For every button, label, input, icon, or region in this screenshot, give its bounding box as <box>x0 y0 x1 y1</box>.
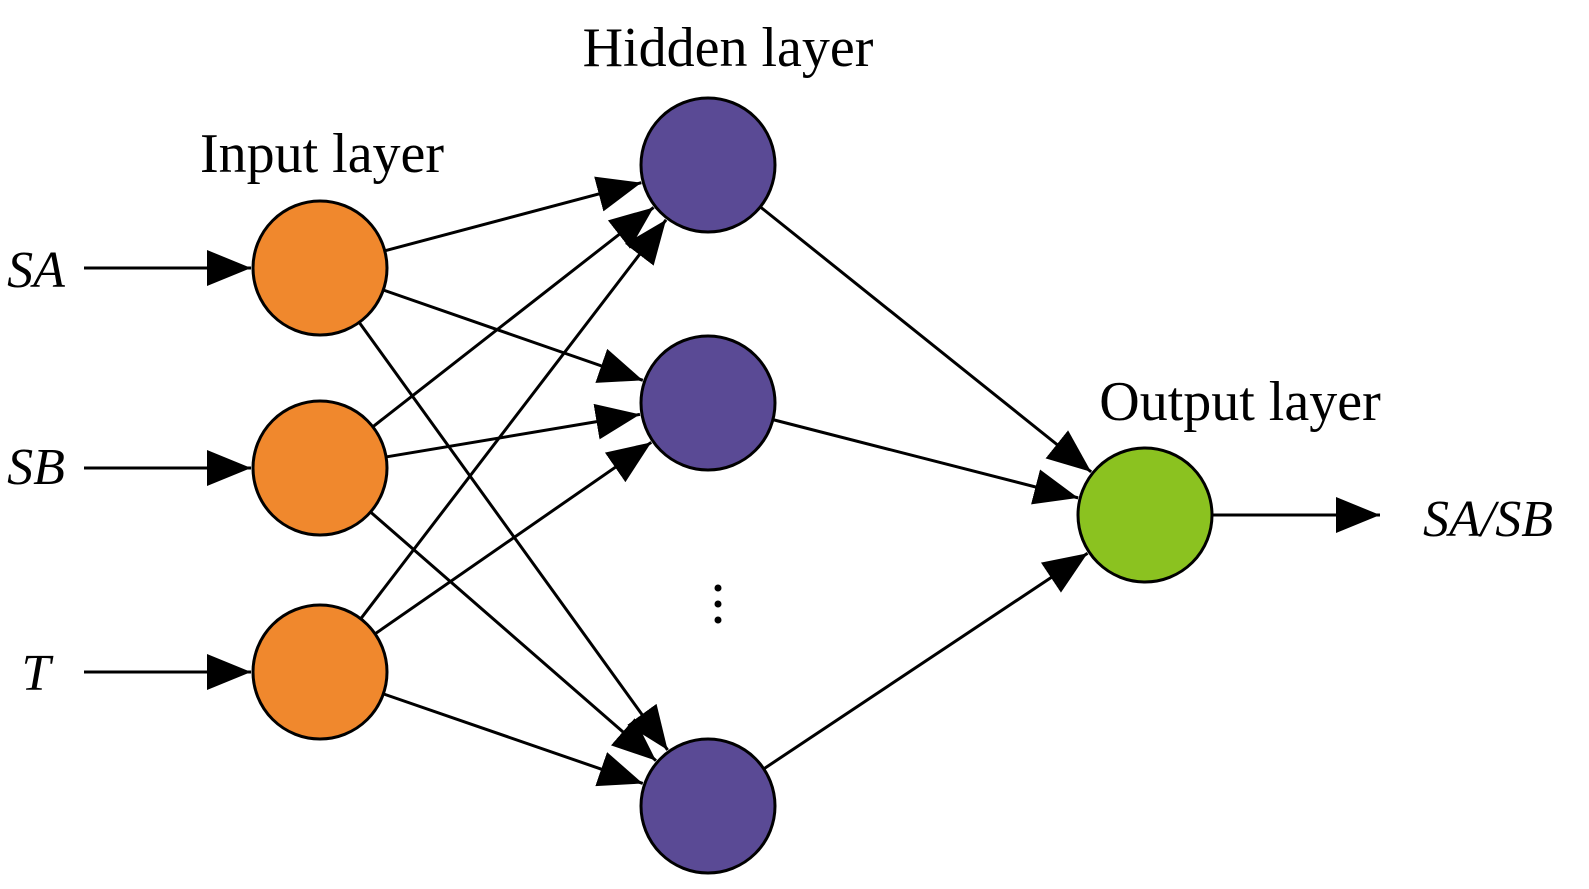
edge-hid2-out <box>772 418 1079 505</box>
input-label-sa: SA <box>7 242 65 299</box>
input-node-sa <box>251 199 389 337</box>
hidden-node-2 <box>639 334 777 472</box>
edge-in2-hid1 <box>371 206 655 428</box>
edge-in3-hid1 <box>359 218 668 620</box>
edge-in1-hid1 <box>384 176 642 253</box>
edge-in3-hid3 <box>382 692 644 787</box>
input-label-t: T <box>22 645 54 702</box>
hidden-layer-title: Hidden layer <box>583 17 874 79</box>
input-label-sb: SB <box>7 439 65 496</box>
edge-hid1-out <box>759 205 1093 474</box>
hidden-node-1 <box>639 96 777 234</box>
input-node-t <box>251 603 389 741</box>
hidden-ellipsis-icon <box>714 584 722 624</box>
edge-hid3-out <box>762 551 1089 771</box>
output-node <box>1076 446 1214 584</box>
edge-in2-hid2 <box>385 403 641 459</box>
edge-in1-hid2 <box>382 288 644 383</box>
edge-in2-hid3 <box>369 510 657 762</box>
input-layer-title: Input layer <box>200 123 444 185</box>
output-layer-title: Output layer <box>1099 371 1381 433</box>
input-node-sb <box>251 399 389 537</box>
connections <box>84 176 1380 787</box>
output-label: SA/SB <box>1423 491 1553 548</box>
edge-in3-hid2 <box>374 441 653 636</box>
hidden-node-n <box>639 737 777 875</box>
